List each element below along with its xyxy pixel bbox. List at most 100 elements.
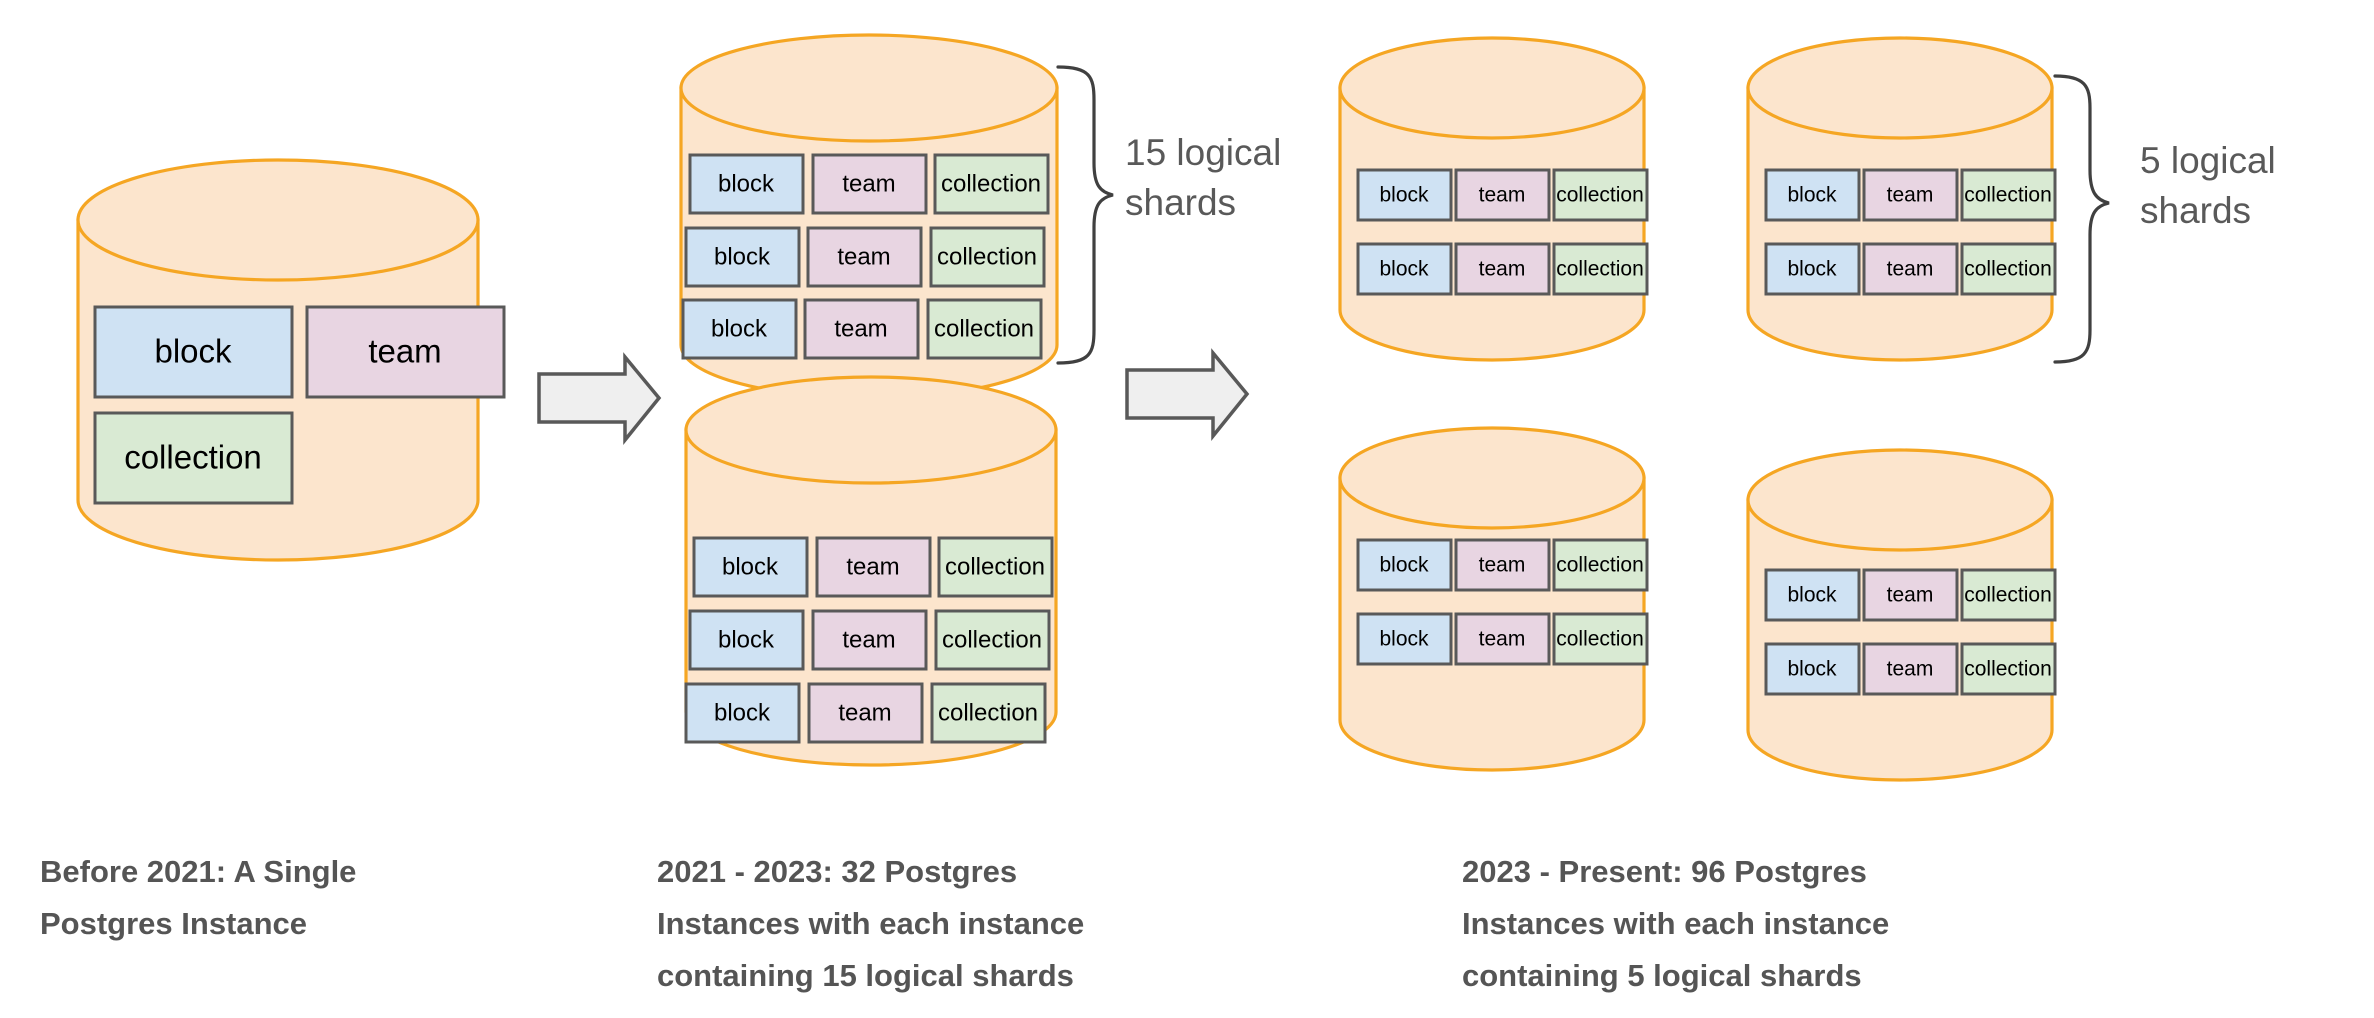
annotation-line: shards — [1125, 182, 1236, 223]
shard-team[interactable] — [1862, 168, 1959, 222]
shard-collection[interactable] — [1960, 168, 2057, 222]
shard-block[interactable] — [1764, 168, 1861, 222]
shard-row: block team collection — [1356, 168, 1649, 222]
cylinder-top-ellipse — [76, 158, 480, 282]
cylinder-single-instance: block team collection — [76, 158, 506, 562]
shard-collection[interactable] — [1552, 612, 1649, 666]
annotation-line: 5 logical — [2140, 140, 2276, 181]
shard-label: block — [714, 699, 771, 726]
shard-label: block — [1379, 554, 1429, 577]
shard-row: block team collection — [684, 226, 1046, 288]
shard-team[interactable] — [1454, 242, 1551, 296]
shard-collection[interactable] — [1552, 242, 1649, 296]
shard-label: collection — [1964, 658, 2052, 681]
shard-collection[interactable] — [926, 298, 1043, 360]
shard-label: collection — [1964, 258, 2052, 281]
cylinder-instance-top: block team collection block team collect… — [679, 33, 1059, 400]
shard-block[interactable] — [1356, 168, 1453, 222]
shard-label: team — [1887, 258, 1934, 281]
right-arrow-icon — [537, 352, 662, 445]
caption-line: Postgres Instance — [40, 906, 307, 941]
cylinder-top-ellipse — [1338, 426, 1646, 530]
shard-collection[interactable] — [930, 682, 1047, 744]
shard-block[interactable] — [688, 609, 805, 671]
shard-label: team — [1479, 628, 1526, 651]
caption-line: containing 5 logical shards — [1462, 958, 1862, 993]
shard-collection[interactable] — [929, 226, 1046, 288]
shard-label: team — [1887, 584, 1934, 607]
cylinder-instance-top-right: block team collection block team collect… — [1746, 36, 2057, 362]
shard-label: team — [837, 243, 890, 270]
cylinder-instance-bottom-right: block team collection block team collect… — [1746, 448, 2057, 782]
shard-label: block — [722, 553, 779, 580]
annotation-5-logical-shards: 5 logical shards — [2053, 74, 2276, 364]
shard-label: collection — [945, 553, 1045, 580]
shard-label: collection — [1556, 628, 1644, 651]
shard-team[interactable] — [806, 226, 923, 288]
shard-collection[interactable] — [937, 536, 1054, 598]
shard-team[interactable] — [803, 298, 920, 360]
shard-block[interactable] — [1356, 538, 1453, 592]
shard-block[interactable] — [1356, 242, 1453, 296]
shard-team[interactable] — [811, 153, 928, 215]
shard-team[interactable] — [1454, 538, 1551, 592]
shard-block[interactable] — [684, 226, 801, 288]
shard-block[interactable] — [692, 536, 809, 598]
shard-label: collection — [934, 315, 1034, 342]
shard-team[interactable] — [807, 682, 924, 744]
cylinder-top-ellipse — [1746, 448, 2054, 552]
arrow-1 — [537, 352, 662, 445]
shard-label: team — [368, 333, 441, 370]
shard-team[interactable] — [1454, 612, 1551, 666]
shard-row: block team collection — [1764, 568, 2057, 622]
shard-collection[interactable] — [1960, 568, 2057, 622]
shard-block[interactable] — [1764, 242, 1861, 296]
shard-label: block — [154, 333, 232, 370]
annotation-line: shards — [2140, 190, 2251, 231]
caption-line: containing 15 logical shards — [657, 958, 1074, 993]
shard-collection[interactable] — [933, 153, 1050, 215]
shard-label: team — [1887, 658, 1934, 681]
shard-block[interactable] — [688, 153, 805, 215]
shard-team[interactable] — [305, 305, 506, 399]
shard-label: team — [1479, 258, 1526, 281]
shard-label: block — [1787, 584, 1837, 607]
shard-label: collection — [942, 626, 1042, 653]
cylinder-instance-bottom: block team collection block team collect… — [684, 375, 1058, 767]
annotation-line: 15 logical — [1125, 132, 1281, 173]
shard-block[interactable] — [93, 305, 294, 399]
shard-row: block team collection — [692, 536, 1054, 598]
shard-collection[interactable] — [1960, 242, 2057, 296]
shard-block[interactable] — [1356, 612, 1453, 666]
shard-row: block team collection — [684, 682, 1047, 744]
shard-row: block team collection — [688, 153, 1050, 215]
shard-block[interactable] — [681, 298, 798, 360]
shard-team[interactable] — [1454, 168, 1551, 222]
shard-block[interactable] — [1764, 568, 1861, 622]
shard-team[interactable] — [1862, 642, 1959, 696]
shard-collection[interactable] — [1552, 538, 1649, 592]
shard-team[interactable] — [1862, 242, 1959, 296]
shard-row: block team collection — [1764, 642, 2057, 696]
shard-collection[interactable] — [934, 609, 1051, 671]
shard-label: team — [842, 170, 895, 197]
shard-row: block team collection — [1764, 168, 2057, 222]
shard-block[interactable] — [684, 682, 801, 744]
shard-label: collection — [1964, 584, 2052, 607]
caption-line: 2023 - Present: 96 Postgres — [1462, 854, 1867, 889]
shard-label: collection — [937, 243, 1037, 270]
shard-team[interactable] — [1862, 568, 1959, 622]
shard-block[interactable] — [1764, 642, 1861, 696]
shard-label: team — [1479, 184, 1526, 207]
shard-label: team — [1479, 554, 1526, 577]
shard-collection[interactable] — [93, 411, 294, 505]
shard-team[interactable] — [811, 609, 928, 671]
shard-collection[interactable] — [1960, 642, 2057, 696]
caption-line: 2021 - 2023: 32 Postgres — [657, 854, 1017, 889]
shard-collection[interactable] — [1552, 168, 1649, 222]
shard-team[interactable] — [815, 536, 932, 598]
annotation-15-logical-shards: 15 logical shards — [1056, 65, 1281, 365]
shard-row: block team collection — [688, 609, 1051, 671]
shard-label: block — [1379, 258, 1429, 281]
